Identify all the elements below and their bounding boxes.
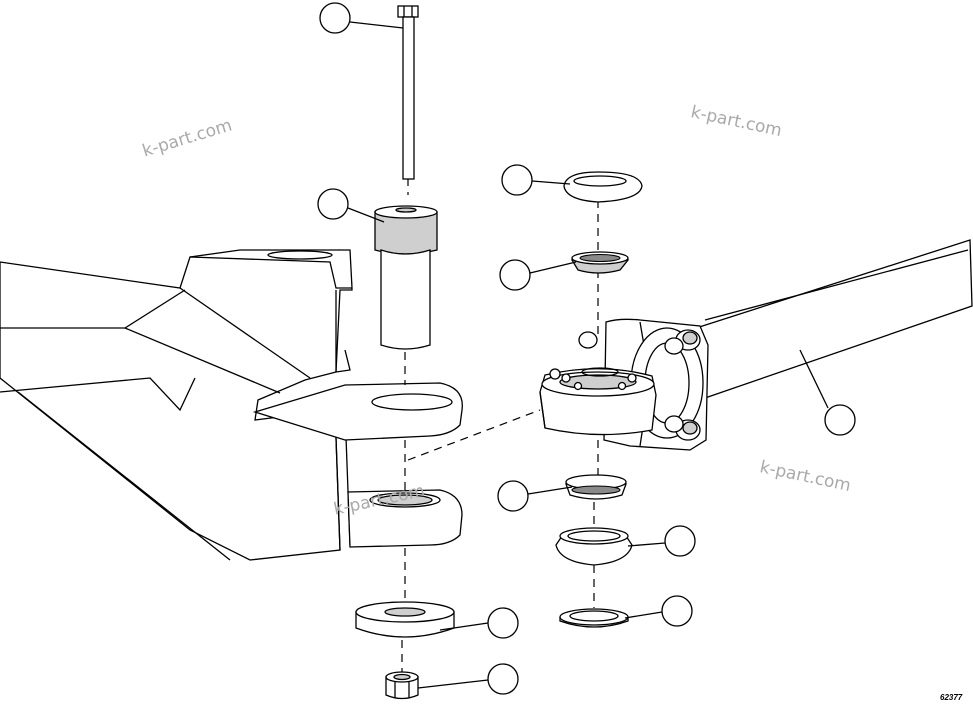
callout-balloon-sleeve [317, 188, 385, 223]
upper-bearing-cone [570, 251, 630, 274]
callout-balloon-lower-cup [627, 525, 696, 557]
callout-balloon-bolt [319, 2, 404, 34]
callout-balloon-lock-nut [417, 663, 519, 695]
callout-balloon-arm [799, 349, 856, 436]
lower-yoke-arm [347, 489, 463, 548]
steering-knuckle [539, 239, 973, 451]
callout-balloon-thick-washer [439, 607, 519, 639]
long-bolt [397, 5, 419, 180]
king-pin-sleeve [374, 205, 438, 350]
figure-code: 62377 [940, 693, 963, 702]
axle-housing [0, 249, 353, 561]
lock-nut [385, 671, 419, 700]
assembly-center-lines [401, 178, 599, 672]
upper-dust-cap [563, 171, 643, 203]
lower-bearing-cup [555, 527, 633, 566]
shim-washer [559, 608, 629, 628]
lower-bearing-cone [565, 474, 627, 500]
callout-balloon-shim [624, 595, 693, 627]
callout-balloons [317, 2, 856, 695]
callout-balloon-upper-cone [499, 259, 577, 291]
upper-yoke-arm [252, 382, 463, 441]
thick-washer [355, 601, 455, 638]
callout-balloon-dust-cap [501, 164, 571, 196]
callout-balloon-lower-cone [497, 480, 573, 512]
